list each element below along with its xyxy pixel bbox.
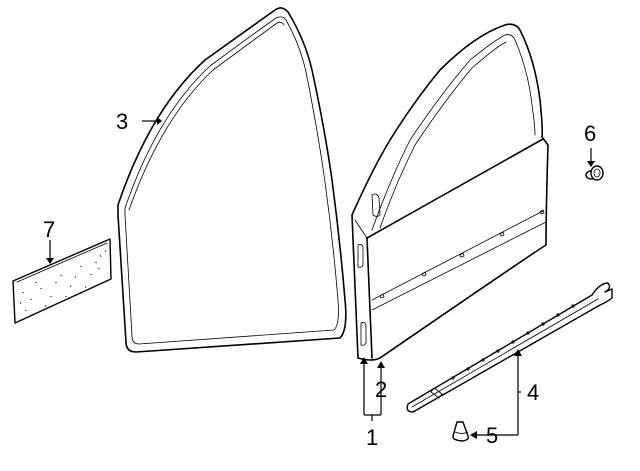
retainer-clip <box>452 421 470 442</box>
door-clip-marks <box>379 209 545 299</box>
weatherstrip-seal <box>117 7 347 353</box>
leader-lines <box>46 117 595 439</box>
callout-7: 7 <box>43 217 55 242</box>
callout-5: 5 <box>486 423 498 448</box>
callout-4: 4 <box>527 380 539 405</box>
callout-1: 1 <box>366 425 378 450</box>
pad-texture <box>19 249 107 312</box>
molding-holes <box>451 304 575 380</box>
callout-labels: 3 7 6 2 1 4 5 <box>43 109 596 450</box>
callout-6: 6 <box>584 121 596 146</box>
callout-3: 3 <box>116 109 128 134</box>
callout-2: 2 <box>375 377 387 402</box>
lower-molding <box>406 282 613 413</box>
sound-pad <box>12 238 112 324</box>
door-shell <box>351 23 549 361</box>
plug-grommet <box>585 165 604 181</box>
